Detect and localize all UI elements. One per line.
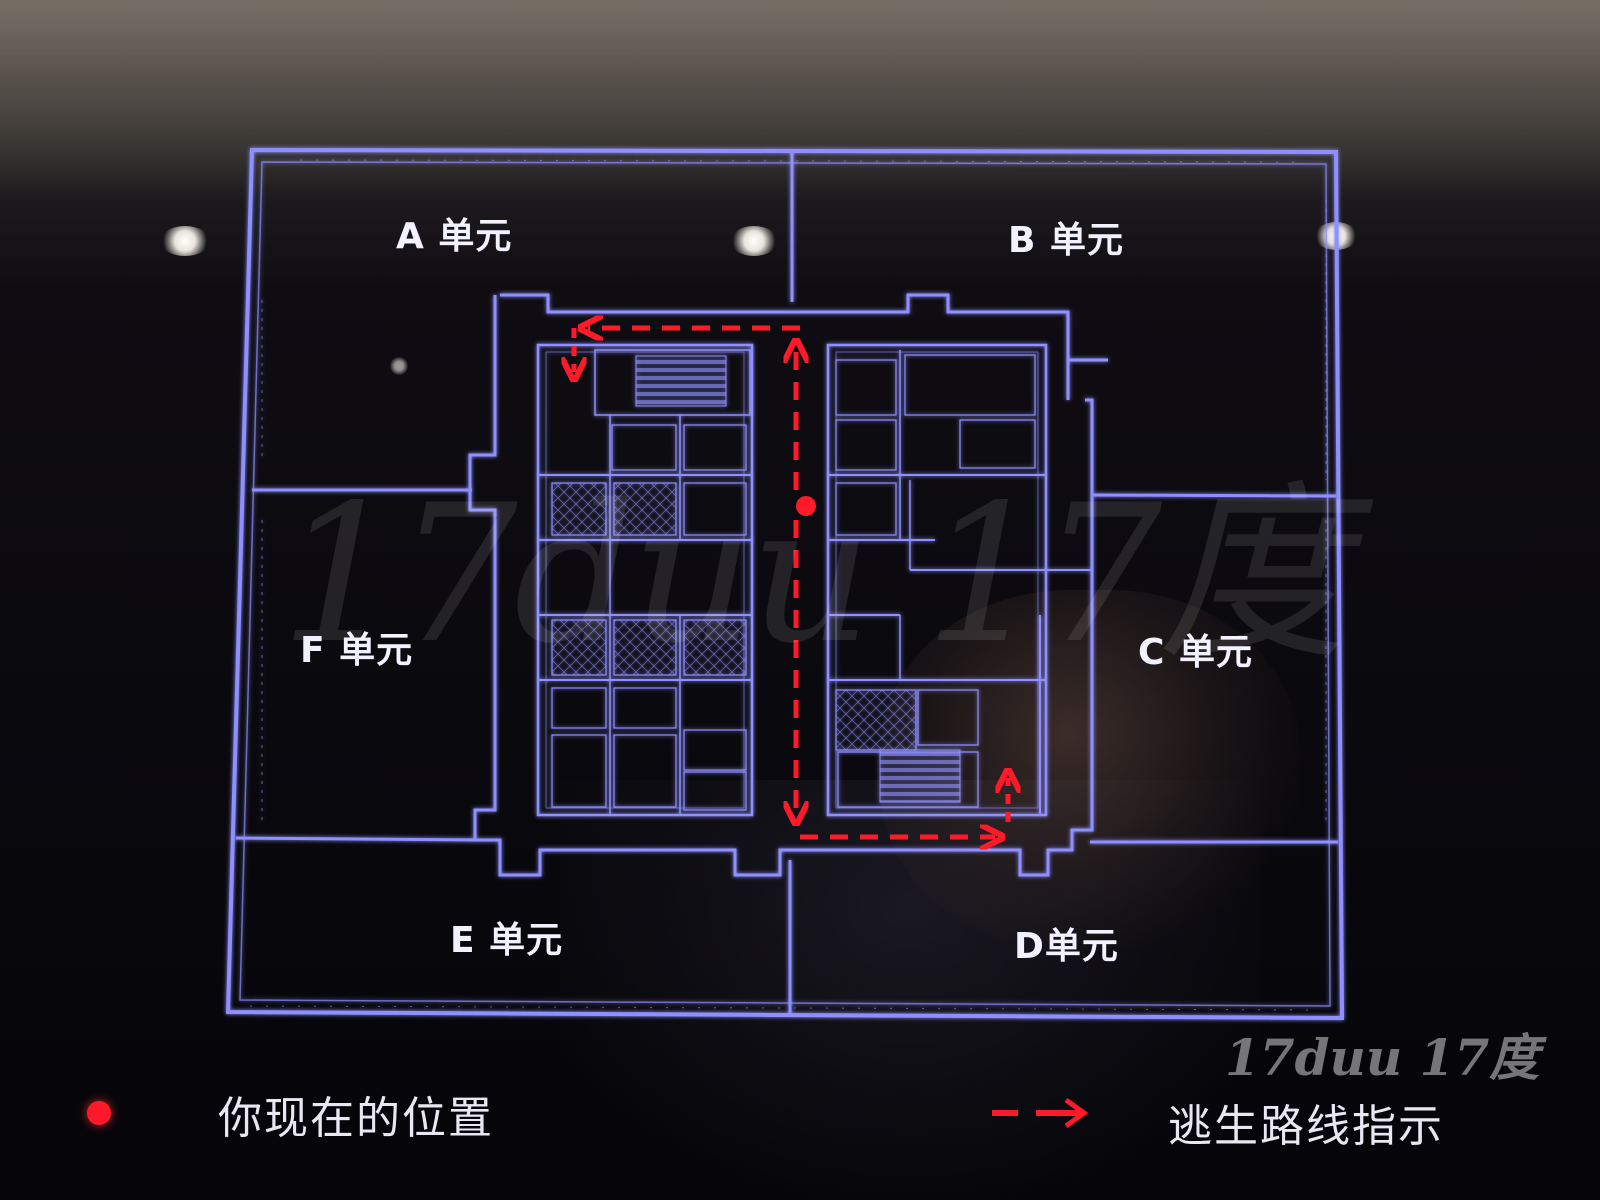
escape-route: [574, 328, 1008, 837]
current-position-marker: [796, 496, 816, 516]
ceiling-reflection: [0, 0, 1600, 200]
unit-label-f: F 单元: [300, 630, 413, 671]
escape-route-legend-label: 逃生路线指示: [1168, 1101, 1444, 1152]
escape-route-legend-arrow: [992, 1097, 1089, 1129]
unit-label-a: A 单元: [396, 216, 512, 257]
ceiling-light-reflection: [390, 357, 408, 375]
ceiling-light-reflection: [160, 226, 210, 256]
unit-label-b: B 单元: [1008, 220, 1124, 261]
unit-label-c: C 单元: [1138, 632, 1253, 673]
building-outline: [225, 147, 1345, 1021]
unit-label-d: D单元: [1014, 926, 1119, 967]
you-are-here-legend-label: 你现在的位置: [218, 1093, 494, 1144]
watermark-small: 17duu 17度: [1225, 1028, 1540, 1087]
unit-label-e: E 单元: [450, 920, 563, 961]
watermark-large: 17duu 17度: [280, 464, 1348, 685]
you-are-here-legend-dot: [87, 1101, 111, 1125]
ceiling-light-reflection: [730, 226, 778, 256]
